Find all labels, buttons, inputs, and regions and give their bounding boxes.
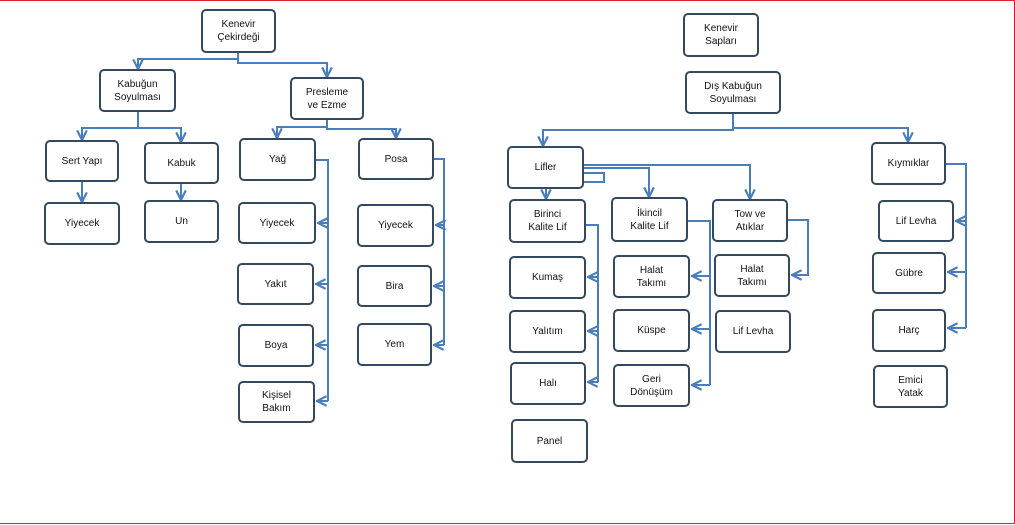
- node-tow-waste: Tow ve Atıklar: [712, 199, 788, 242]
- node-mortar: Harç: [872, 309, 946, 352]
- node-fabric: Kumaş: [509, 256, 586, 299]
- node-hemp-stalks: Kenevir Sapları: [683, 13, 759, 57]
- connector-outer-hull-to-fibers: [543, 114, 734, 146]
- node-fibers: Lifler: [507, 146, 584, 189]
- node-oil-personal-care: Kişisel Bakım: [238, 381, 315, 423]
- connector-second-quality-bus: [688, 220, 711, 385]
- connector-root-to-pressing: [237, 53, 327, 77]
- node-pulp-beer: Bira: [357, 265, 432, 307]
- connector-pressing-to-pulp: [326, 120, 396, 138]
- node-hemp-seed: Kenevir Çekirdeği: [201, 9, 276, 53]
- node-second-quality-fiber: İkincil Kalite Lif: [611, 197, 688, 242]
- node-rope-second: Halat Takımı: [613, 255, 690, 298]
- node-bran: Küspe: [613, 309, 690, 352]
- node-rope-tow: Halat Takımı: [714, 254, 790, 297]
- node-recycling: Geri Dönüşüm: [613, 364, 690, 407]
- node-hull: Kabuk: [144, 142, 219, 184]
- node-hard-part-food: Yiyecek: [44, 202, 120, 245]
- connector-outer-hull-to-shives: [732, 114, 908, 142]
- connector-pulp-bus: [434, 158, 445, 345]
- node-oil: Yağ: [239, 138, 316, 181]
- node-fiberboard-shives: Lif Levha: [878, 200, 954, 242]
- connector-first-quality-bus: [586, 224, 599, 382]
- connector-root-to-hull-removal: [138, 53, 239, 69]
- connector-oil-bus: [316, 159, 329, 401]
- connector-shives-bus: [946, 163, 967, 328]
- node-flour: Un: [144, 200, 219, 243]
- node-oil-paint: Boya: [238, 324, 314, 367]
- node-pulp: Posa: [358, 138, 434, 180]
- node-fiberboard-tow: Lif Levha: [715, 310, 791, 353]
- connector-hull-removal-to-hard-part: [82, 112, 139, 140]
- connector-fibers-to-second-quality: [584, 167, 649, 197]
- node-oil-fuel: Yakıt: [237, 263, 314, 305]
- connector-tow-to-rope: [788, 219, 809, 275]
- node-outer-hull-removal: Dış Kabuğun Soyulması: [685, 71, 781, 114]
- node-carpet: Halı: [510, 362, 586, 405]
- node-pressing: Presleme ve Ezme: [290, 77, 364, 120]
- node-first-quality-fiber: Birinci Kalite Lif: [509, 199, 586, 243]
- node-hard-part: Sert Yapı: [45, 140, 119, 182]
- node-oil-food: Yiyecek: [238, 202, 316, 244]
- connector-hull-removal-to-hull: [137, 112, 181, 142]
- node-pulp-food: Yiyecek: [357, 204, 434, 247]
- node-hull-removal: Kabuğun Soyulması: [99, 69, 176, 112]
- node-absorbent-bedding: Emici Yatak: [873, 365, 948, 408]
- connector-fibers-to-tow: [584, 164, 750, 199]
- node-pulp-feed: Yem: [357, 323, 432, 366]
- node-insulation: Yalıtım: [509, 310, 586, 353]
- node-fertilizer: Gübre: [872, 252, 946, 294]
- connector-pressing-to-oil: [277, 120, 328, 138]
- node-panel: Panel: [511, 419, 588, 463]
- node-shives: Kıymıklar: [871, 142, 946, 185]
